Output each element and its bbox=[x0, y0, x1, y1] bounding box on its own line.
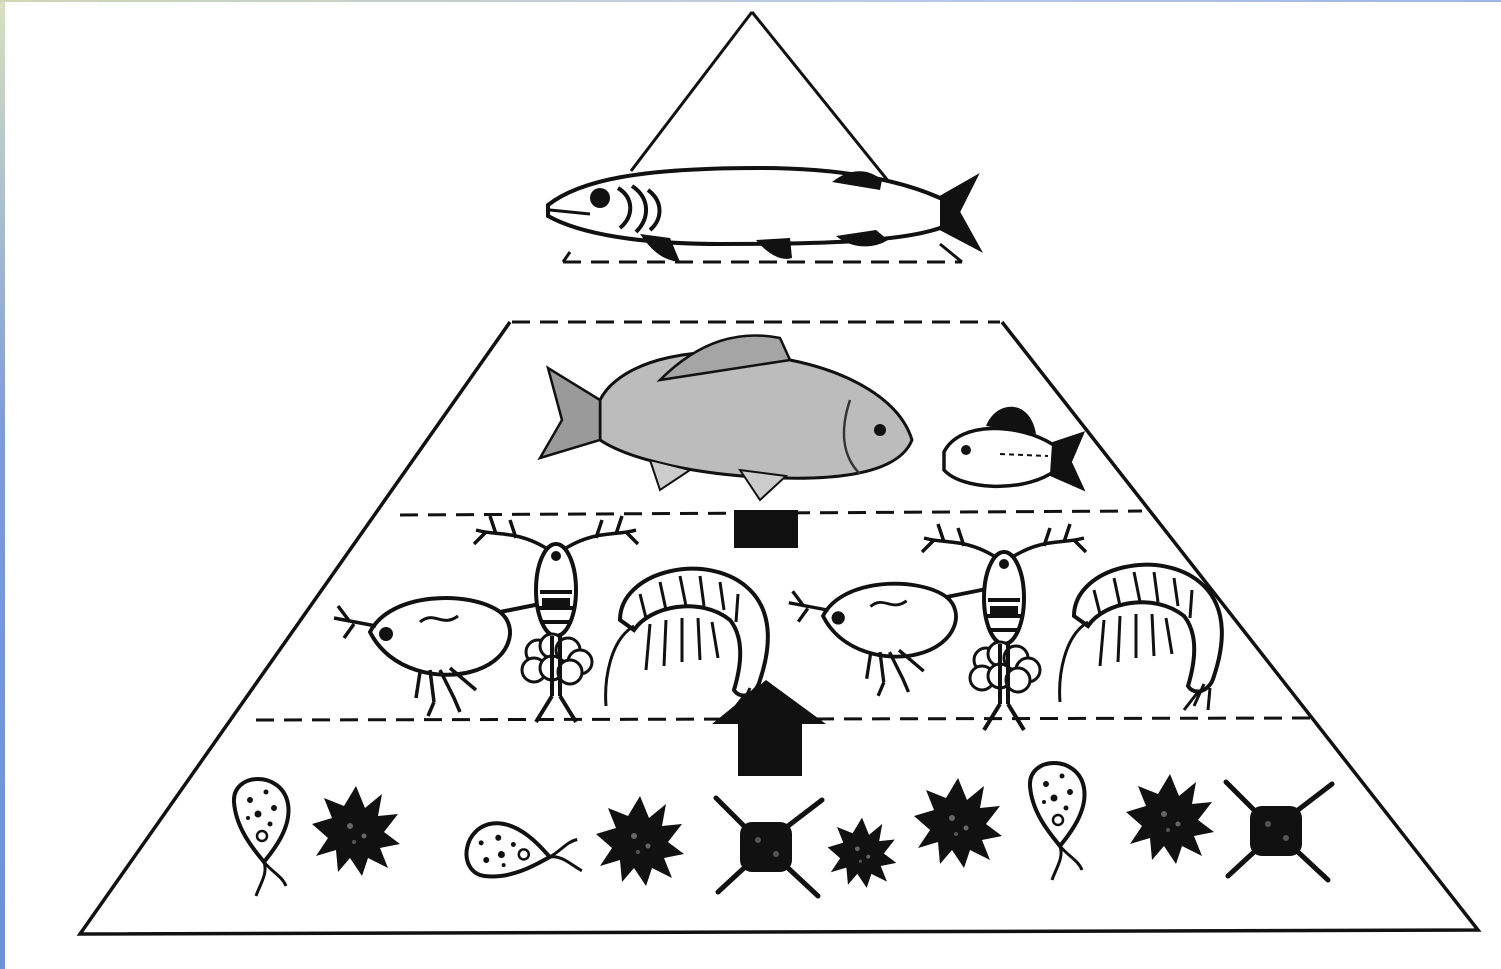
amphipod bbox=[1060, 565, 1222, 710]
pike bbox=[548, 168, 978, 262]
diatom bbox=[1226, 782, 1332, 880]
radiolarian bbox=[312, 786, 400, 876]
crucian-carp bbox=[540, 335, 912, 500]
radiolarian bbox=[596, 796, 684, 886]
flagellate bbox=[463, 818, 588, 892]
up-arrow-level1-to-2 bbox=[712, 680, 826, 776]
water-flea bbox=[334, 598, 540, 716]
radiolarian bbox=[1126, 774, 1214, 864]
flagellate bbox=[1030, 763, 1085, 880]
small-fish bbox=[944, 407, 1082, 488]
phytoplankton-row bbox=[234, 763, 1332, 896]
diatom bbox=[716, 798, 822, 896]
flagellate bbox=[234, 779, 289, 896]
radiolarian bbox=[914, 778, 1002, 868]
amphipod bbox=[606, 569, 768, 714]
water-flea bbox=[789, 584, 985, 696]
arrow-level2-to-3 bbox=[734, 510, 798, 548]
radiolarian bbox=[828, 818, 897, 888]
